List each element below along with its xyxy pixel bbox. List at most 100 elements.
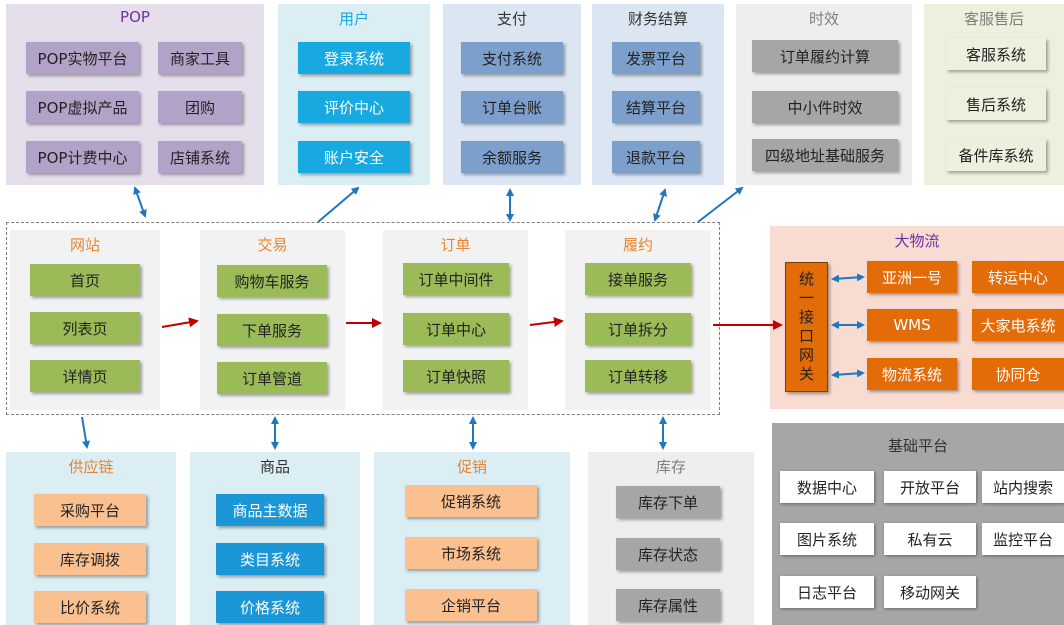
- trade-panel: 交易 购物车服务 下单服务 订单管道: [200, 230, 345, 410]
- base-title: 基础平台: [887, 437, 948, 455]
- pop-billing-center[interactable]: POP计费中心: [26, 141, 139, 173]
- order-center[interactable]: 订单中心: [403, 313, 509, 345]
- merchant-tools[interactable]: 商家工具: [158, 42, 242, 74]
- inventory-order[interactable]: 库存下单: [616, 486, 720, 518]
- small-medium-timeliness[interactable]: 中小件时效: [752, 91, 898, 123]
- order-accept-service[interactable]: 接单服务: [585, 263, 691, 295]
- monitoring-platform[interactable]: 监控平台: [982, 523, 1064, 555]
- user-title: 用户: [338, 10, 369, 28]
- review-center[interactable]: 评价中心: [298, 91, 410, 123]
- goods-title: 商品: [259, 458, 290, 476]
- enterprise-sales-platform[interactable]: 企销平台: [405, 589, 537, 621]
- transfer-center[interactable]: 转运中心: [972, 261, 1064, 293]
- stock-panel: 库存 库存下单 库存状态 库存属性: [588, 452, 754, 625]
- mobile-gateway[interactable]: 移动网关: [884, 576, 976, 608]
- supply-title: 供应链: [68, 458, 114, 476]
- cart-service[interactable]: 购物车服务: [217, 265, 327, 297]
- data-center[interactable]: 数据中心: [780, 471, 874, 503]
- order-title: 订单: [440, 236, 471, 254]
- order-placing-service[interactable]: 下单服务: [217, 314, 327, 346]
- unified-gateway[interactable]: 统一接口网关: [785, 262, 828, 392]
- pop-title: POP: [120, 8, 150, 26]
- balance-service[interactable]: 余额服务: [461, 141, 563, 173]
- arrow-fulfill-finance: [653, 188, 667, 222]
- arrow-site-supply: [81, 416, 90, 449]
- arrow-trade-user: [317, 186, 360, 223]
- login-system[interactable]: 登录系统: [298, 42, 410, 74]
- detail-page[interactable]: 详情页: [30, 360, 140, 392]
- promo-panel: 促销 促销系统 市场系统 企销平台: [374, 452, 570, 625]
- shop-system[interactable]: 店铺系统: [158, 141, 242, 173]
- log-platform[interactable]: 日志平台: [780, 576, 874, 608]
- pop-virtual-products[interactable]: POP虚拟产品: [26, 91, 139, 123]
- timeliness-panel: 时效 订单履约计算 中小件时效 四级地址基础服务: [736, 4, 912, 185]
- payment-system[interactable]: 支付系统: [461, 42, 563, 74]
- order-panel: 订单 订单中间件 订单中心 订单快照: [383, 230, 528, 410]
- inventory-allocation[interactable]: 库存调拨: [34, 543, 146, 575]
- promotion-system[interactable]: 促销系统: [405, 485, 537, 517]
- asia-one[interactable]: 亚洲一号: [867, 261, 957, 293]
- timeliness-title: 时效: [808, 10, 839, 28]
- arrow-fulfill-timeliness: [697, 186, 744, 223]
- user-panel: 用户 登录系统 评价中心 账户安全: [278, 4, 430, 185]
- logistics-system[interactable]: 物流系统: [867, 358, 957, 390]
- service-panel: 客服售后 客服系统 售后系统 备件库系统: [924, 4, 1064, 185]
- arrow-site-pop: [133, 186, 147, 218]
- arrow-gw-asia: [831, 273, 865, 283]
- open-platform[interactable]: 开放平台: [884, 471, 976, 503]
- pay-panel: 支付 支付系统 订单台账 余额服务: [443, 4, 581, 185]
- price-comparison-system[interactable]: 比价系统: [34, 591, 146, 623]
- arrow-site-trade: [161, 317, 199, 328]
- inventory-attributes[interactable]: 库存属性: [616, 589, 720, 621]
- service-title: 客服售后: [963, 10, 1024, 28]
- settlement-platform[interactable]: 结算平台: [612, 91, 700, 123]
- fulfill-title: 履约: [622, 236, 653, 254]
- order-split[interactable]: 订单拆分: [585, 313, 691, 345]
- private-cloud[interactable]: 私有云: [884, 523, 976, 555]
- account-security[interactable]: 账户安全: [298, 141, 410, 173]
- address-base-service[interactable]: 四级地址基础服务: [752, 139, 898, 171]
- logistics-title: 大物流: [894, 232, 940, 250]
- arrow-gw-logistics: [831, 369, 865, 379]
- wms[interactable]: WMS: [867, 309, 957, 341]
- after-sales-system[interactable]: 售后系统: [946, 88, 1046, 120]
- home-page[interactable]: 首页: [30, 264, 140, 296]
- product-master-data[interactable]: 商品主数据: [216, 494, 324, 526]
- gateway-label: 统一接口网关: [798, 270, 814, 383]
- pop-panel: POP POP实物平台 商家工具 POP虚拟产品 团购 POP计费中心 店铺系统: [6, 4, 264, 185]
- invoice-platform[interactable]: 发票平台: [612, 42, 700, 74]
- customer-service-system[interactable]: 客服系统: [946, 38, 1046, 70]
- fulfill-panel: 履约 接单服务 订单拆分 订单转移: [565, 230, 711, 410]
- marketing-system[interactable]: 市场系统: [405, 537, 537, 569]
- image-system[interactable]: 图片系统: [780, 523, 874, 555]
- group-buying[interactable]: 团购: [158, 91, 242, 123]
- order-fulfillment-calc[interactable]: 订单履约计算: [752, 40, 898, 72]
- refund-platform[interactable]: 退款平台: [612, 141, 700, 173]
- finance-panel: 财务结算 发票平台 结算平台 退款平台: [592, 4, 724, 185]
- order-ledger[interactable]: 订单台账: [461, 91, 563, 123]
- category-system[interactable]: 类目系统: [216, 543, 324, 575]
- inventory-status[interactable]: 库存状态: [616, 538, 720, 570]
- promo-title: 促销: [456, 458, 487, 476]
- site-search[interactable]: 站内搜索: [982, 471, 1064, 503]
- order-middleware[interactable]: 订单中间件: [403, 263, 509, 295]
- supply-panel: 供应链 采购平台 库存调拨 比价系统: [6, 452, 176, 625]
- core-flow-boundary: [6, 222, 720, 415]
- arrow-order-fulfill: [529, 317, 564, 327]
- order-transfer[interactable]: 订单转移: [585, 360, 691, 392]
- list-page[interactable]: 列表页: [30, 312, 140, 344]
- base-platform-panel: 基础平台 数据中心 开放平台 站内搜索 图片系统 私有云 监控平台 日志平台 移…: [772, 423, 1064, 625]
- large-appliance-system[interactable]: 大家电系统: [972, 309, 1064, 341]
- pay-title: 支付: [496, 10, 527, 28]
- pop-physical-platform[interactable]: POP实物平台: [26, 42, 139, 74]
- order-snapshot[interactable]: 订单快照: [403, 360, 509, 392]
- collaborative-warehouse[interactable]: 协同仓: [972, 358, 1064, 390]
- site-title: 网站: [69, 236, 100, 254]
- order-pipeline[interactable]: 订单管道: [217, 362, 327, 394]
- pricing-system[interactable]: 价格系统: [216, 591, 324, 623]
- goods-panel: 商品 商品主数据 类目系统 价格系统: [190, 452, 360, 625]
- procurement-platform[interactable]: 采购平台: [34, 494, 146, 526]
- site-panel: 网站 首页 列表页 详情页: [10, 230, 160, 410]
- spare-parts-system[interactable]: 备件库系统: [946, 139, 1046, 171]
- stock-title: 库存: [655, 458, 686, 476]
